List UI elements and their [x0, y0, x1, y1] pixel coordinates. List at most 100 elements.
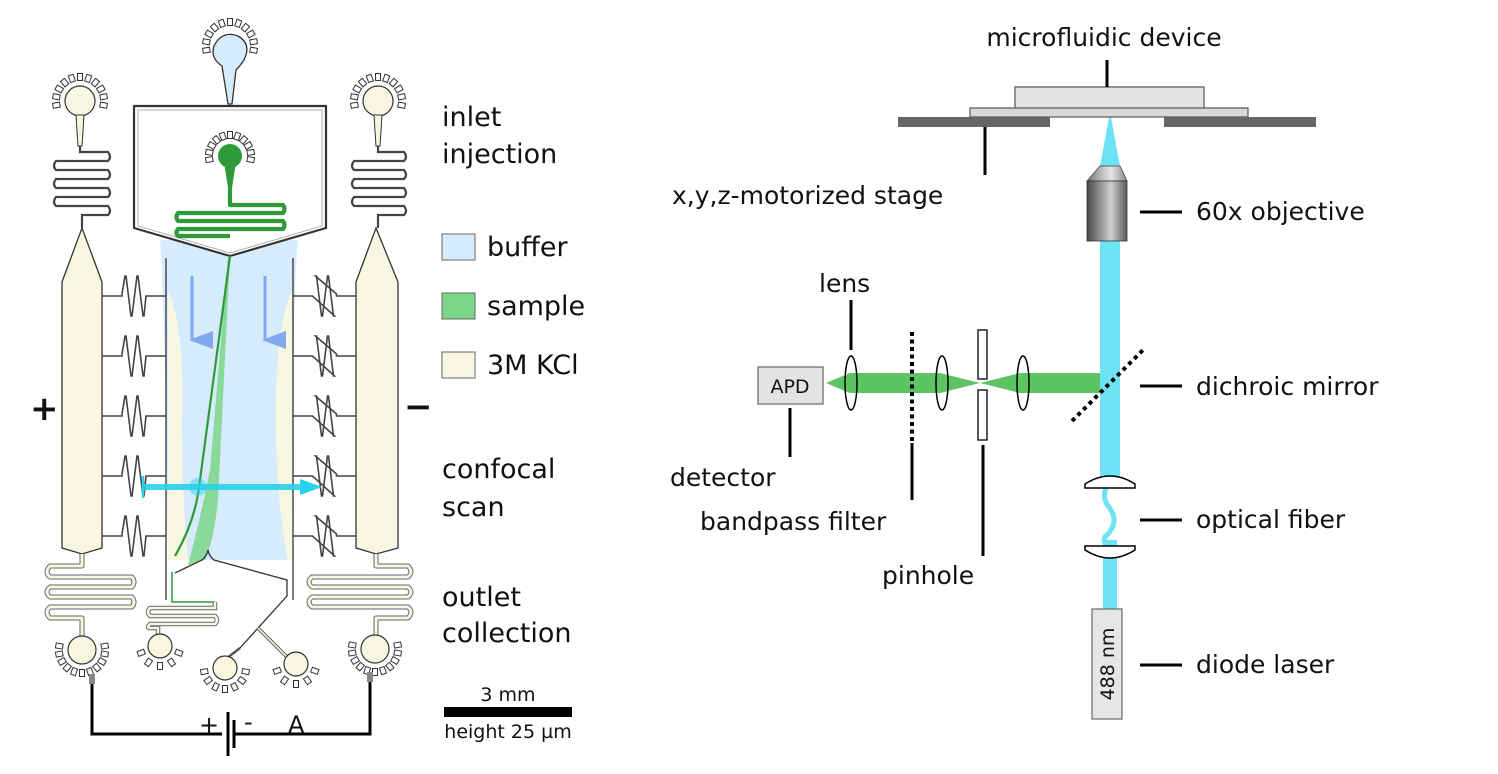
- legend-item-sample: sample: [441, 291, 585, 322]
- reservoir-pillar: [203, 675, 214, 686]
- salt-bridge: [102, 275, 166, 317]
- leader-lines: [788, 60, 1182, 667]
- reservoir-pillar: [227, 131, 233, 139]
- reservoir-pillar: [100, 642, 110, 650]
- chip-region-labels: inlet injection confocal scan outlet col…: [442, 102, 572, 649]
- salt-bridge: [102, 335, 166, 377]
- sample-inlet: [174, 131, 287, 239]
- reservoir-pillar: [77, 73, 83, 81]
- salt-bridges-left: [102, 275, 166, 557]
- reservoir-pillar: [246, 148, 256, 157]
- reservoir-pillar: [100, 650, 110, 658]
- legend-item-buffer: buffer: [441, 232, 568, 263]
- battery-plus-label: +: [199, 711, 219, 739]
- objective-lens: [1086, 165, 1128, 242]
- optical-fiber-curve: [1101, 480, 1117, 548]
- reservoir-pillar: [90, 77, 101, 88]
- kcl-chamber-edge-right: [275, 290, 292, 560]
- legend-swatch-sample: [441, 292, 476, 320]
- reservoir-pillar: [99, 101, 109, 109]
- legend-label-buffer: buffer: [487, 232, 568, 263]
- fiber-coupler-bottom: [1084, 545, 1136, 559]
- microfluidic-device-chip: [1014, 86, 1205, 110]
- diode-laser-box: [1091, 608, 1123, 720]
- lens-detector: [844, 355, 858, 411]
- reservoir-pillar: [249, 38, 259, 46]
- reservoir-pillar: [211, 134, 222, 145]
- sample-outlet-channel: [171, 572, 215, 603]
- legend-label-kcl: 3M KCl: [487, 350, 579, 381]
- reservoir-pillar: [397, 101, 407, 109]
- reservoir-pillar: [54, 650, 64, 658]
- reservoir-pillar: [229, 681, 239, 692]
- reservoir-pillar: [227, 18, 233, 26]
- reservoir-pillar: [347, 649, 357, 657]
- reservoir-pillar: [67, 73, 76, 84]
- reservoir-pillar: [349, 93, 359, 101]
- electrode-wire-right: [367, 672, 373, 682]
- salt-bridge: [102, 515, 166, 557]
- reservoir-pillar: [199, 667, 209, 676]
- reservoir-pillar: [240, 22, 251, 33]
- reservoir-pillar: [293, 680, 299, 688]
- kcl-inlet-left: [51, 73, 112, 228]
- kcl-electrode-right: [355, 226, 399, 555]
- legend: buffer sample 3M KCl: [441, 232, 585, 381]
- reservoir-pillar: [302, 675, 313, 686]
- laser-wavelength-label: 488 nm: [1097, 628, 1119, 701]
- kcl-inlet-right: [349, 73, 408, 228]
- reservoir-pillar: [211, 681, 221, 692]
- outlet-label-line1: outlet: [442, 582, 521, 613]
- reservoir-pillar: [69, 666, 79, 677]
- legend-item-kcl: 3M KCl: [441, 350, 579, 381]
- reservoir-pillar: [96, 656, 107, 667]
- inlet-label-line2: injection: [442, 139, 557, 170]
- bandpass-label: bandpass filter: [700, 507, 887, 536]
- pinhole-lower: [977, 389, 988, 441]
- apd-detector: [757, 366, 824, 405]
- reservoir-pillar: [204, 29, 215, 39]
- reservoir-pillar: [204, 155, 214, 164]
- stage-left: [898, 117, 1050, 127]
- legend-label-sample: sample: [487, 291, 585, 322]
- device-label: microfluidic device: [986, 23, 1221, 52]
- reservoir-pillar: [143, 657, 154, 668]
- reservoir-pillar: [57, 656, 68, 667]
- outlet-divider: [174, 549, 288, 649]
- reservoir-pillar: [201, 46, 211, 54]
- reservoir-pillar: [389, 655, 400, 666]
- legend-swatch-kcl: [441, 351, 476, 379]
- pinhole-upper: [977, 329, 988, 380]
- buffer-inlet-reservoir: [201, 18, 259, 105]
- lens-pinhole-out: [1016, 355, 1030, 411]
- scale-bar-height: height 25 µm: [444, 721, 571, 743]
- salt-bridge: [293, 335, 356, 377]
- reservoir-pillar: [249, 46, 259, 54]
- salt-bridge: [293, 395, 356, 437]
- salt-bridges-right: [293, 275, 356, 557]
- reservoir-pillar: [347, 641, 357, 649]
- reservoir-pillar: [375, 73, 381, 81]
- reservoir-pillar: [350, 655, 361, 666]
- reservoir-pillar: [62, 662, 73, 673]
- reservoir-pillar: [99, 93, 109, 101]
- reservoir-pillar: [84, 73, 93, 84]
- sample-outlet: [136, 602, 220, 670]
- coverslip: [969, 107, 1249, 118]
- electrical-circuit: [89, 672, 373, 756]
- lens-label: lens: [819, 269, 870, 298]
- apd-label: APD: [770, 376, 809, 398]
- reservoir-pillar: [372, 668, 378, 676]
- salt-bridge: [293, 515, 356, 557]
- kcl-outlet-left: [44, 554, 137, 677]
- reservoir-pillar: [245, 29, 256, 39]
- reservoir-pillar: [59, 77, 70, 88]
- reservoir-pillar: [397, 93, 407, 101]
- dichroic-label: dichroic mirror: [1196, 372, 1379, 401]
- confocal-label-line2: scan: [442, 492, 505, 523]
- reservoir-pillar: [393, 641, 403, 649]
- scale-bar: 3 mm height 25 µm: [444, 684, 572, 743]
- fiber-label: optical fiber: [1196, 505, 1346, 534]
- reservoir-pillar: [204, 148, 214, 157]
- reservoir-pillar: [218, 131, 227, 142]
